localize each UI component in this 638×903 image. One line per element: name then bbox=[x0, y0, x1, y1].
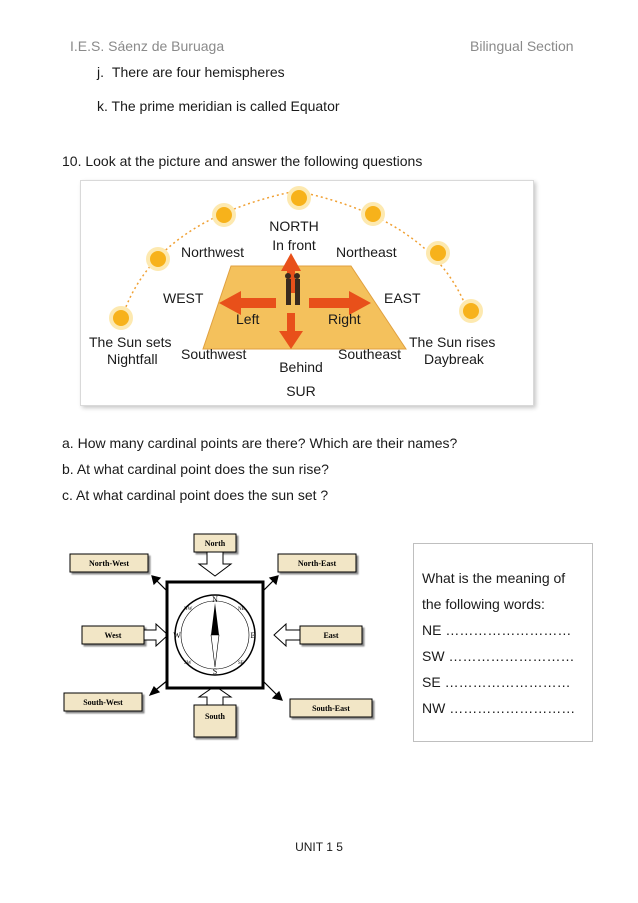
label-sun-rises: The Sun rises bbox=[409, 334, 495, 350]
card-south-west bbox=[63, 692, 143, 712]
meaning-item-sw: SW ……………………… bbox=[422, 648, 575, 664]
question-c: c. At what cardinal point does the sun s… bbox=[62, 487, 328, 503]
label-northwest: Northwest bbox=[181, 244, 244, 260]
arrow-down bbox=[279, 313, 303, 349]
ground-platform bbox=[202, 265, 407, 350]
dial-se: SE bbox=[238, 661, 244, 666]
question-label: b. bbox=[62, 461, 74, 477]
meaning-box: What is the meaning of the following wor… bbox=[413, 543, 593, 742]
dial-sw: SW bbox=[184, 661, 192, 666]
meaning-item-se: SE ……………………… bbox=[422, 674, 571, 690]
dial-w: W bbox=[173, 631, 181, 640]
question-text: At what cardinal point does the sun set … bbox=[76, 487, 329, 503]
pointer-south bbox=[197, 685, 233, 706]
statement-label: j. bbox=[97, 64, 104, 80]
arrow-up bbox=[281, 253, 301, 293]
meaning-item-nw: NW ……………………… bbox=[422, 700, 576, 716]
page-footer: UNIT 1 5 bbox=[295, 840, 343, 854]
dial-n: N bbox=[212, 595, 218, 604]
dial-s: S bbox=[213, 667, 217, 676]
question-label: a. bbox=[62, 435, 74, 451]
sun-icon bbox=[212, 203, 236, 227]
statement-text: The prime meridian is called Equator bbox=[111, 98, 340, 114]
dial-e: E bbox=[251, 631, 256, 640]
diagonal-arrows bbox=[148, 575, 283, 701]
statement-label: k. bbox=[97, 98, 108, 114]
question-text: How many cardinal points are there? Whic… bbox=[77, 435, 458, 451]
sun-icon bbox=[146, 247, 170, 271]
arrow-right bbox=[309, 291, 371, 315]
label-sur: SUR bbox=[286, 383, 316, 399]
card-label-south-east: South-East bbox=[312, 704, 350, 713]
statement-k: k. The prime meridian is called Equator bbox=[97, 98, 340, 114]
label-southwest: Southwest bbox=[181, 346, 246, 362]
dial-nw: NW bbox=[184, 607, 193, 612]
sun-icon bbox=[361, 202, 385, 226]
label-in-front: In front bbox=[272, 237, 316, 253]
sun-icon bbox=[109, 306, 133, 330]
question-b: b. At what cardinal point does the sun r… bbox=[62, 461, 329, 477]
label-northeast: Northeast bbox=[336, 244, 397, 260]
sun-icon bbox=[287, 186, 311, 210]
card-label-north: North bbox=[205, 539, 226, 548]
pointer-north bbox=[197, 551, 233, 577]
label-southeast: Southeast bbox=[338, 346, 401, 362]
label-nightfall: Nightfall bbox=[107, 351, 158, 367]
label-sun-sets: The Sun sets bbox=[89, 334, 172, 350]
section-name: Bilingual Section bbox=[470, 38, 574, 54]
direction-arrows bbox=[219, 253, 371, 349]
statement-text: There are four hemispheres bbox=[111, 64, 285, 80]
school-name: I.E.S. Sáenz de Buruaga bbox=[70, 38, 225, 54]
card-north-west bbox=[69, 553, 149, 573]
question-10: 10. Look at the picture and answer the f… bbox=[62, 153, 423, 169]
card-label-east: East bbox=[323, 631, 338, 640]
card-north-east bbox=[277, 553, 357, 573]
label-east: EAST bbox=[384, 290, 421, 306]
label-right: Right bbox=[328, 311, 361, 327]
arrow-left bbox=[219, 291, 276, 315]
question-a: a. How many cardinal points are there? W… bbox=[62, 435, 457, 451]
label-behind: Behind bbox=[279, 359, 323, 375]
card-label-west: West bbox=[105, 631, 122, 640]
meaning-intro-2: the following words: bbox=[422, 596, 545, 612]
card-south-east bbox=[289, 698, 373, 718]
pointer-west bbox=[143, 622, 169, 648]
sun-directions-illustration: NORTH In front Northwest Northeast WEST … bbox=[89, 186, 495, 399]
sun-directions-picture: NORTH In front Northwest Northeast WEST … bbox=[80, 180, 534, 406]
direction-cards bbox=[63, 533, 373, 738]
question-label: c. bbox=[62, 487, 73, 503]
sun-icon bbox=[426, 241, 450, 265]
compass-diagram: N S E W NW NE SW SE North North-West Nor… bbox=[60, 530, 380, 750]
statement-j: j. There are four hemispheres bbox=[97, 64, 285, 80]
sun-icon bbox=[459, 299, 483, 323]
label-north: NORTH bbox=[269, 218, 319, 234]
dial-ne: NE bbox=[238, 607, 245, 612]
sun-icons bbox=[109, 186, 483, 330]
pointer-arrows bbox=[143, 551, 301, 706]
meaning-intro-1: What is the meaning of bbox=[422, 570, 566, 586]
pointer-east bbox=[273, 622, 301, 648]
label-west: WEST bbox=[163, 290, 204, 306]
meaning-item-ne: NE ……………………… bbox=[422, 622, 572, 638]
question-text: At what cardinal point does the sun rise… bbox=[76, 461, 329, 477]
card-south bbox=[193, 704, 237, 738]
label-daybreak: Daybreak bbox=[424, 351, 485, 367]
label-left: Left bbox=[236, 311, 259, 327]
card-label-south-west: South-West bbox=[83, 698, 123, 707]
card-label-north-west: North-West bbox=[89, 559, 129, 568]
people-figures bbox=[285, 273, 300, 305]
card-label-south: South bbox=[205, 712, 226, 721]
card-label-north-east: North-East bbox=[298, 559, 337, 568]
